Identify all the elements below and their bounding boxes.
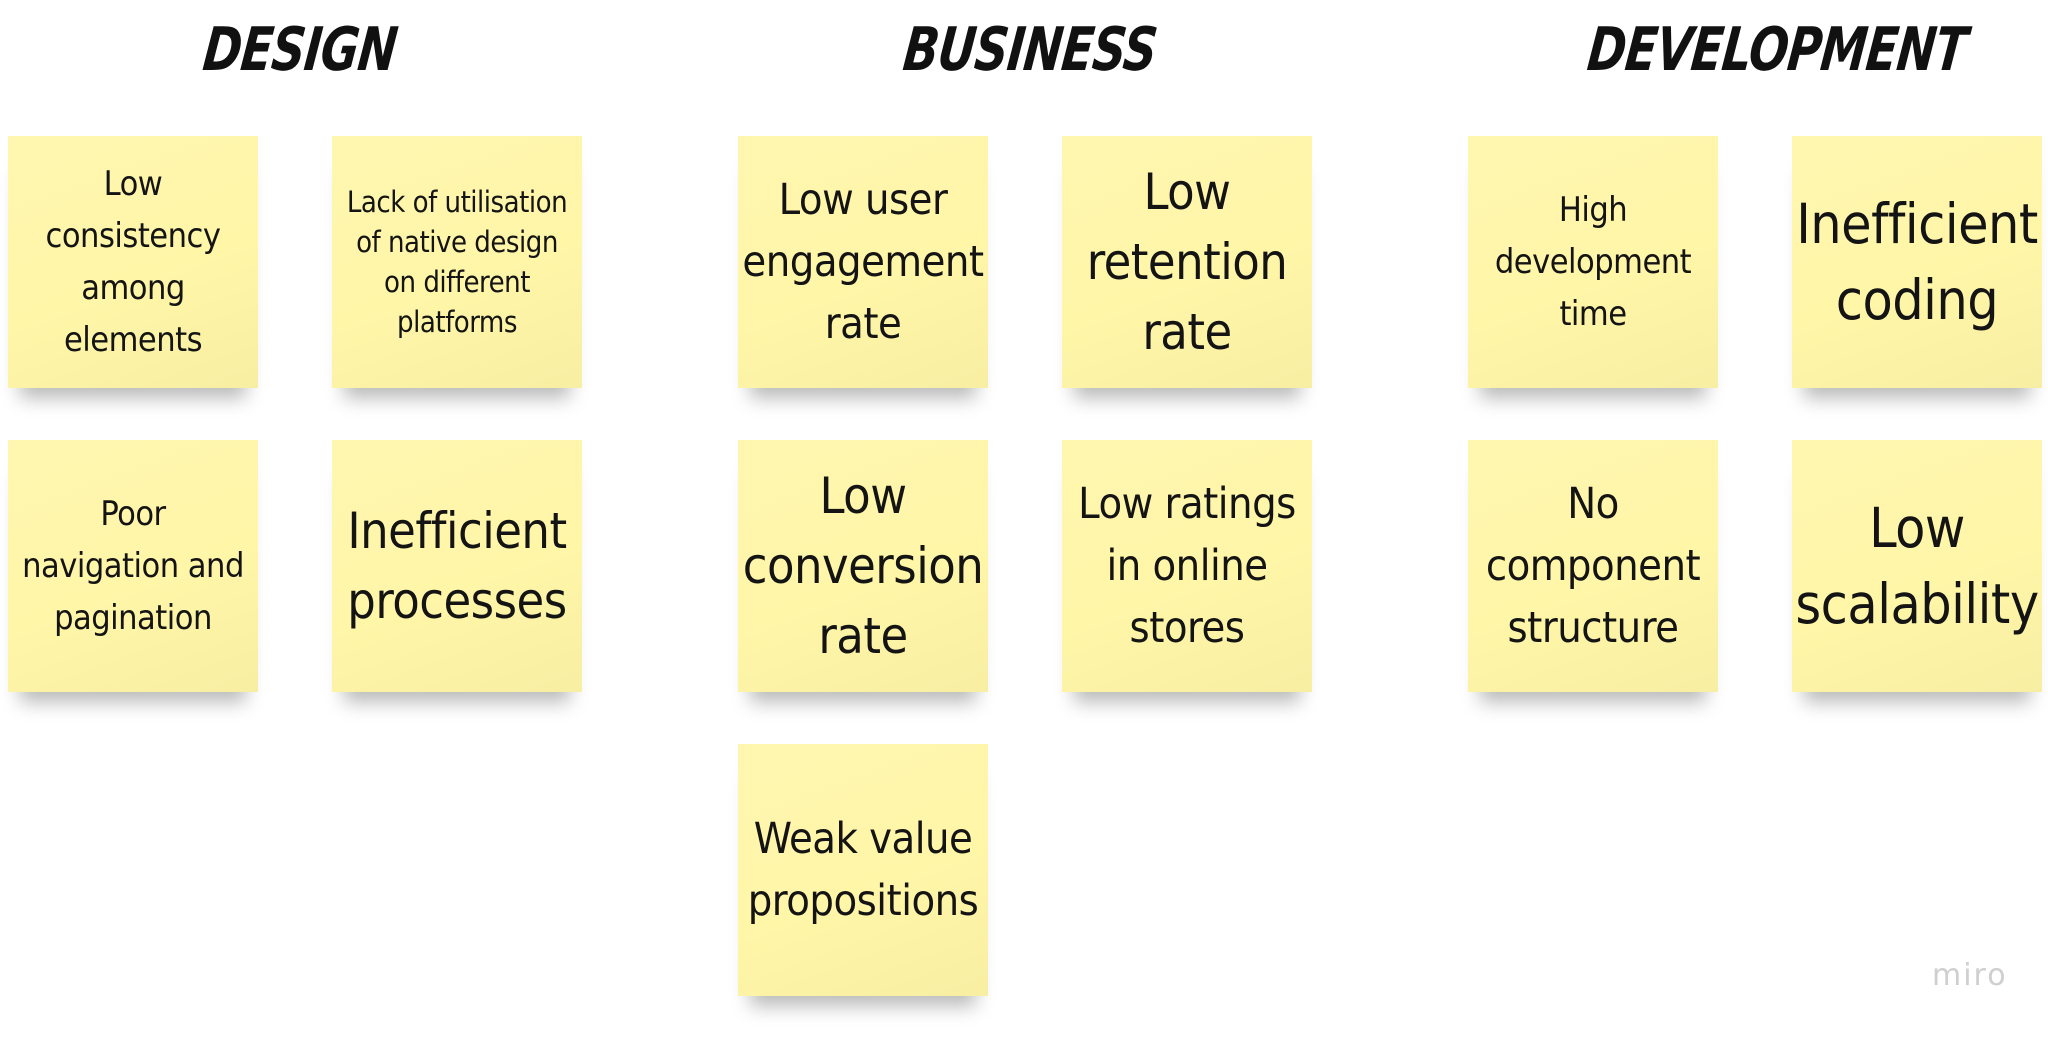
sticky-note-text: Low retention rate [1086,163,1288,361]
sticky-note-text: Low scalability [1795,496,2039,636]
sticky-note-text: Weak value propositions [747,814,979,926]
sticky-note-text: High development time [1494,190,1692,334]
sticky-note[interactable]: Weak value propositions [738,744,988,996]
column-title-development: DEVELOPMENT [1584,15,1970,85]
sticky-note-text: Inefficient processes [347,502,567,630]
sticky-note[interactable]: Low consistency among elements [8,136,258,388]
sticky-note-text: No component structure [1485,479,1701,653]
sticky-note-text: Low conversion rate [742,467,984,665]
sticky-note[interactable]: No component structure [1468,440,1718,692]
sticky-note-text: Low user engagement rate [742,175,984,349]
sticky-note[interactable]: High development time [1468,136,1718,388]
column-title-design: DESIGN [199,15,401,85]
sticky-note[interactable]: Low conversion rate [738,440,988,692]
sticky-note[interactable]: Inefficient processes [332,440,582,692]
sticky-note[interactable]: Lack of utilisation of native design on … [332,136,582,388]
sticky-note-text: Inefficient coding [1796,192,2038,332]
sticky-note[interactable]: Low scalability [1792,440,2042,692]
miro-watermark: miro [1932,958,2008,993]
sticky-note-text: Low consistency among elements [45,164,221,360]
sticky-note[interactable]: Low user engagement rate [738,136,988,388]
sticky-note[interactable]: Poor navigation and pagination [8,440,258,692]
sticky-note-text: Low ratings in online stores [1078,479,1296,653]
sticky-note[interactable]: Inefficient coding [1792,136,2042,388]
column-title-business: BUSINESS [900,15,1160,85]
sticky-note-text: Lack of utilisation of native design on … [346,185,568,339]
sticky-note[interactable]: Low ratings in online stores [1062,440,1312,692]
sticky-note[interactable]: Low retention rate [1062,136,1312,388]
sticky-note-text: Poor navigation and pagination [22,494,244,638]
